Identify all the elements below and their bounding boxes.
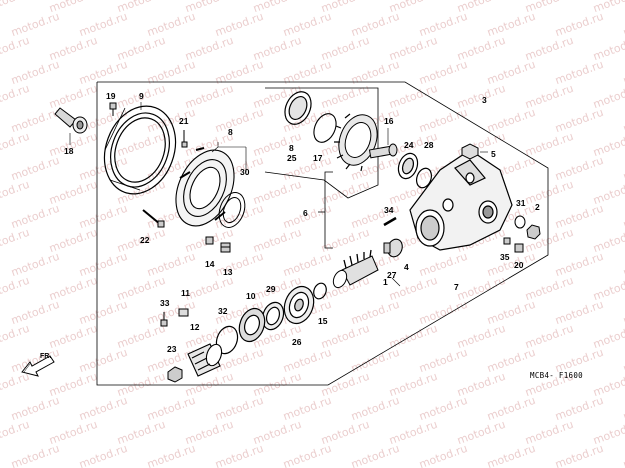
callout-13: 13: [223, 267, 233, 277]
part-20-bolt: [514, 243, 524, 253]
part-21-screw: [181, 130, 188, 148]
assembly-frame: [96, 81, 549, 386]
part-5-cap: [461, 143, 479, 160]
part-16-shaft: [368, 143, 398, 159]
part-26-bearing: [283, 285, 315, 325]
callout-5: 5: [491, 149, 496, 159]
diagram-code: MCB4- F1600: [530, 371, 583, 380]
part-7-gear-case: [409, 149, 513, 251]
callout-12: 12: [190, 322, 200, 332]
part-22-bolt: [142, 209, 165, 228]
callout-2: 2: [535, 202, 540, 212]
callout-9: 9: [139, 91, 144, 101]
callout-7: 7: [454, 282, 459, 292]
part-18-pin: [54, 107, 88, 134]
direction-label: FR.: [40, 353, 51, 360]
part-24-seal: [397, 152, 419, 180]
part-14-nut: [205, 236, 214, 245]
callout-19: 19: [106, 91, 116, 101]
part-29-bearing: [261, 301, 285, 331]
callout-10: 10: [246, 291, 256, 301]
part-34-stud: [383, 216, 397, 227]
callout-6: 6: [303, 208, 308, 218]
callout-35: 35: [500, 252, 510, 262]
part-33-bolt: [160, 312, 168, 327]
part-10-spacer: [238, 307, 266, 343]
callout-11: 11: [181, 288, 190, 298]
part-6-ring-gear: [334, 113, 378, 172]
callout-14: 14: [205, 259, 215, 269]
part-30-oil-seal: [218, 192, 246, 228]
callout-34: 34: [384, 205, 394, 215]
sub-assembly-frame: [264, 87, 379, 199]
part-23-nut: [167, 366, 183, 383]
callout-31: 31: [516, 198, 526, 208]
callout-22: 22: [140, 235, 150, 245]
callout-23: 23: [167, 344, 177, 354]
callout-17: 17: [313, 153, 323, 163]
part-25-seal: [284, 91, 312, 125]
arrow-down-left-icon: [21, 355, 55, 377]
callout-29: 29: [266, 284, 276, 294]
callout-labels: 3 9 19 18 21 8 30 22 14 13 8 25 17 16 24…: [64, 91, 540, 354]
callout-8-left: 8: [228, 127, 233, 137]
callout-4: 4: [404, 262, 409, 272]
callout-15: 15: [318, 316, 328, 326]
part-32-o-ring: [215, 325, 239, 355]
callout-25: 25: [287, 153, 297, 163]
part-27-bolt: [383, 242, 391, 254]
part-12-coupling: [187, 343, 223, 377]
callout-8: 8: [289, 143, 294, 153]
callout-21: 21: [179, 116, 189, 126]
callout-20: 20: [514, 260, 524, 270]
part-19-bolt: [109, 102, 117, 116]
callout-16: 16: [384, 116, 394, 126]
part-15-ring: [313, 282, 327, 300]
callout-1: 1: [383, 277, 388, 287]
callout-26: 26: [292, 337, 302, 347]
callout-33: 33: [160, 298, 170, 308]
callout-28: 28: [424, 140, 434, 150]
callout-18: 18: [64, 146, 74, 156]
callout-27: 27: [387, 270, 397, 280]
part-11-clip: [178, 308, 189, 317]
callout-24: 24: [404, 140, 414, 150]
callout-32: 32: [218, 306, 228, 316]
part-9-ring-cover: [103, 105, 177, 195]
part-13-plug: [220, 242, 231, 253]
part-35-bolt: [503, 237, 511, 245]
part-6-pinion-gear: [332, 249, 379, 289]
part-28-ring: [415, 167, 433, 189]
part-31-washer: [514, 215, 526, 229]
callout-30: 30: [240, 167, 250, 177]
part-17-shim: [313, 113, 337, 143]
part-2-nut: [526, 224, 541, 240]
callout-3: 3: [482, 95, 487, 105]
